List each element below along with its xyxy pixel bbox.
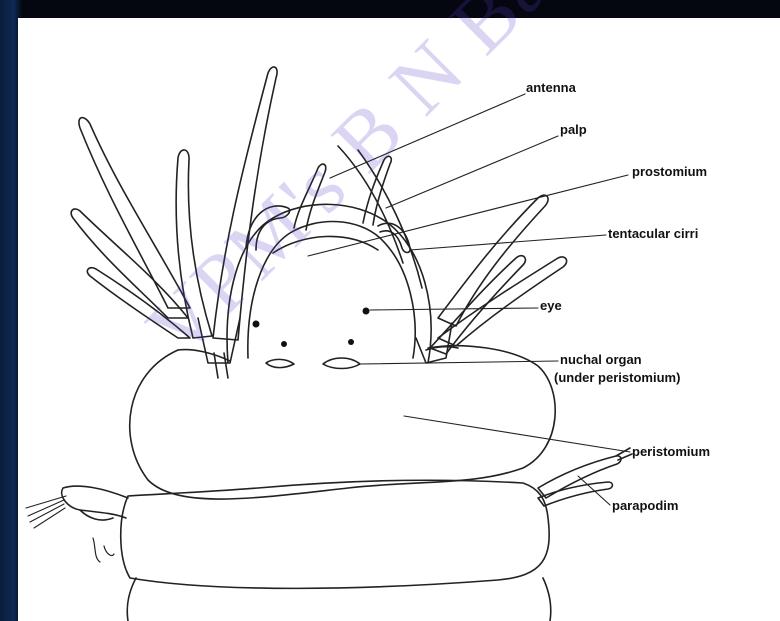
antenna-left [294,164,326,230]
left-cirrus-2 [71,209,188,318]
left-chaetae [26,496,66,528]
eye-lower-right [348,339,354,345]
polychaete-head-diagram [18,18,780,621]
prostomium-ridge [273,236,378,253]
right-cirrus-3 [430,256,525,354]
label-eye: eye [540,298,562,314]
label-palp: palp [560,122,587,138]
eye-lower-left [281,341,287,347]
label-parapodim: parapodim [612,498,678,514]
label-peristomium: peristomium [632,444,710,460]
label-nuchal-organ-line1: nuchal organ [560,352,642,368]
right-cirrus-1 [438,195,548,326]
nuchal-organ-left [266,359,294,367]
leader-parapodim [578,476,610,505]
label-tentacular-cirri: tentacular cirri [608,226,698,242]
prostomium-inner [248,222,415,358]
leader-palp [386,136,558,208]
leader-peristomium [404,416,630,452]
label-prostomium: prostomium [632,164,707,180]
right-cirrus-thin-b [358,150,422,288]
nuchal-organ-right [323,358,360,369]
left-parapodium [62,486,128,518]
parapodium-lobe-2 [538,482,613,506]
diagram-panel: VPM's B N Bandodkar antenna palp prostom… [18,18,780,621]
left-chaeta-hook [93,538,114,562]
left-cirrus-5 [213,67,277,340]
eye-right [363,308,370,315]
leader-antenna [330,94,525,178]
label-antenna: antenna [526,80,576,96]
antenna-right [363,156,391,225]
peristomium-top [178,347,458,361]
label-nuchal-organ-line2: (under peristomium) [554,370,680,386]
leader-prostomium [308,175,628,256]
eye-left [253,321,260,328]
leader-nuchal-organ [360,361,558,364]
leader-eye [370,308,538,310]
